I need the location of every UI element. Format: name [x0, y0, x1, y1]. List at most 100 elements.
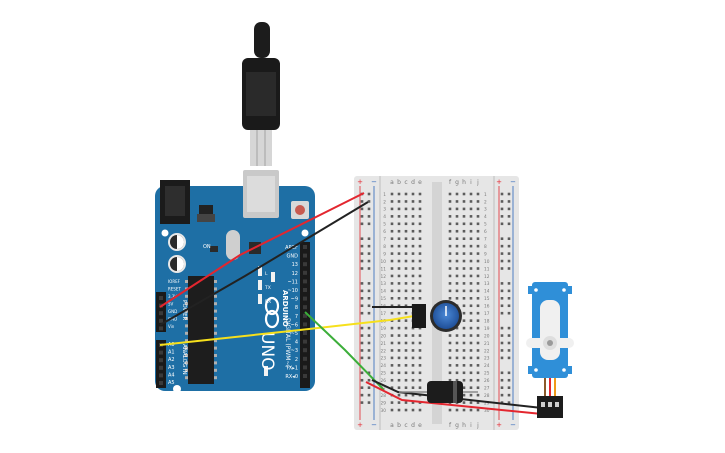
row-number: 21: [381, 341, 387, 347]
digital-header-label: DIGITAL (PWM~): [284, 318, 291, 368]
row-number: 15: [484, 296, 490, 302]
row-number: 20: [381, 333, 387, 339]
analog-header-label: ANALOG IN: [181, 344, 187, 375]
column-letter: j: [476, 422, 479, 429]
digital-pin-label: 2: [295, 357, 298, 363]
row-number: 10: [484, 259, 490, 265]
row-number: 12: [484, 274, 490, 280]
arduino-infinity-logo: [264, 296, 280, 329]
microcontroller-chip: [188, 276, 214, 384]
analog-pin-label: A5: [168, 380, 175, 386]
digital-pin-label: RX◂0: [285, 374, 298, 380]
row-number: 25: [484, 371, 490, 377]
wire-black-gnd: [159, 201, 369, 326]
row-number: 10: [381, 259, 387, 265]
column-letter: d: [411, 422, 415, 429]
power-pin-label: IOREF: [168, 279, 181, 284]
wire-green-pin9: [304, 311, 385, 391]
column-letter: c: [404, 422, 407, 429]
row-number: 11: [484, 266, 490, 272]
row-number: 7: [383, 237, 386, 243]
power-pin-label: Vin: [168, 324, 175, 329]
row-number: 18: [484, 318, 490, 324]
row-number: 26: [484, 378, 490, 384]
row-number: 17: [484, 311, 490, 317]
column-letter: i: [470, 179, 472, 186]
row-number: 3: [383, 207, 386, 213]
row-number: 23: [381, 356, 387, 362]
digital-pin-label: ~5: [291, 331, 298, 337]
digital-pin-label: 8: [295, 305, 298, 311]
row-number: 12: [381, 274, 387, 280]
column-letter: a: [390, 179, 394, 186]
row-number: 13: [484, 281, 490, 287]
row-number: 3: [484, 207, 487, 213]
row-number: 16: [484, 304, 490, 310]
wire-red-5v: [159, 192, 365, 308]
row-number: 26: [381, 378, 387, 384]
row-number: 15: [381, 296, 387, 302]
row-number: 19: [381, 326, 387, 332]
rail-sign: −: [371, 421, 377, 429]
row-number: 20: [484, 333, 490, 339]
row-number: 30: [381, 408, 387, 414]
column-letter: j: [476, 179, 479, 186]
digital-pin-label: 12: [292, 271, 298, 277]
rail-sign: −: [371, 178, 377, 186]
rail-sign: +: [496, 178, 502, 186]
column-letter: g: [455, 179, 459, 186]
led-label: L: [265, 271, 268, 277]
row-number: 23: [484, 356, 490, 362]
row-number: 9: [383, 251, 386, 257]
row-number: 14: [484, 289, 490, 295]
digital-pin-label: ~6: [291, 322, 298, 328]
digital-pin-label: TX▸1: [285, 365, 298, 371]
wire-red-servo: [365, 381, 543, 415]
analog-pin-label: A1: [168, 350, 175, 356]
column-letter: d: [411, 179, 415, 186]
row-number: 2: [383, 199, 386, 205]
servo-motor: [526, 282, 574, 418]
led-label: TX: [264, 285, 271, 291]
usb-plug-icon: [242, 22, 280, 166]
row-number: 22: [484, 348, 490, 354]
power-pin-label: GND: [168, 317, 177, 322]
potentiometer: [412, 300, 462, 332]
column-letter: f: [449, 422, 452, 429]
column-letter: b: [397, 179, 401, 186]
analog-pin-label: A3: [168, 365, 175, 371]
digital-pin-label: ~9: [291, 297, 298, 303]
row-number: 24: [381, 363, 387, 369]
row-number: 1: [383, 192, 386, 198]
analog-pin-label: A2: [168, 357, 175, 363]
row-number: 8: [383, 244, 386, 250]
wire-black-servo: [371, 379, 543, 409]
power-pin-label: RESET: [168, 287, 181, 292]
row-number: 5: [383, 222, 386, 228]
row-number: 24: [484, 363, 490, 369]
row-number: 17: [381, 311, 387, 317]
digital-pin-label: GND: [287, 254, 299, 260]
row-number: 6: [383, 229, 386, 235]
row-number: 13: [381, 281, 387, 287]
column-letter: f: [449, 179, 452, 186]
digital-pin-label: 13: [292, 262, 298, 268]
power-pin-label: 5V: [168, 302, 174, 307]
led-label: RX: [265, 299, 271, 305]
rail-sign: +: [496, 421, 502, 429]
power-pin-label: 3.3V: [168, 294, 177, 299]
column-letter: e: [418, 179, 422, 186]
rail-sign: −: [510, 421, 516, 429]
row-number: 29: [484, 400, 490, 406]
row-number: 22: [381, 348, 387, 354]
row-number: 25: [381, 371, 387, 377]
row-number: 1: [484, 192, 487, 198]
column-letter: g: [455, 422, 459, 429]
arduino-brand-text: ARDUINO: [281, 290, 289, 327]
row-number: 28: [484, 393, 490, 399]
rail-sign: −: [510, 178, 516, 186]
power-pin-label: GND: [168, 309, 177, 314]
digital-pin-label: ~3: [291, 348, 298, 354]
row-number: 7: [484, 237, 487, 243]
